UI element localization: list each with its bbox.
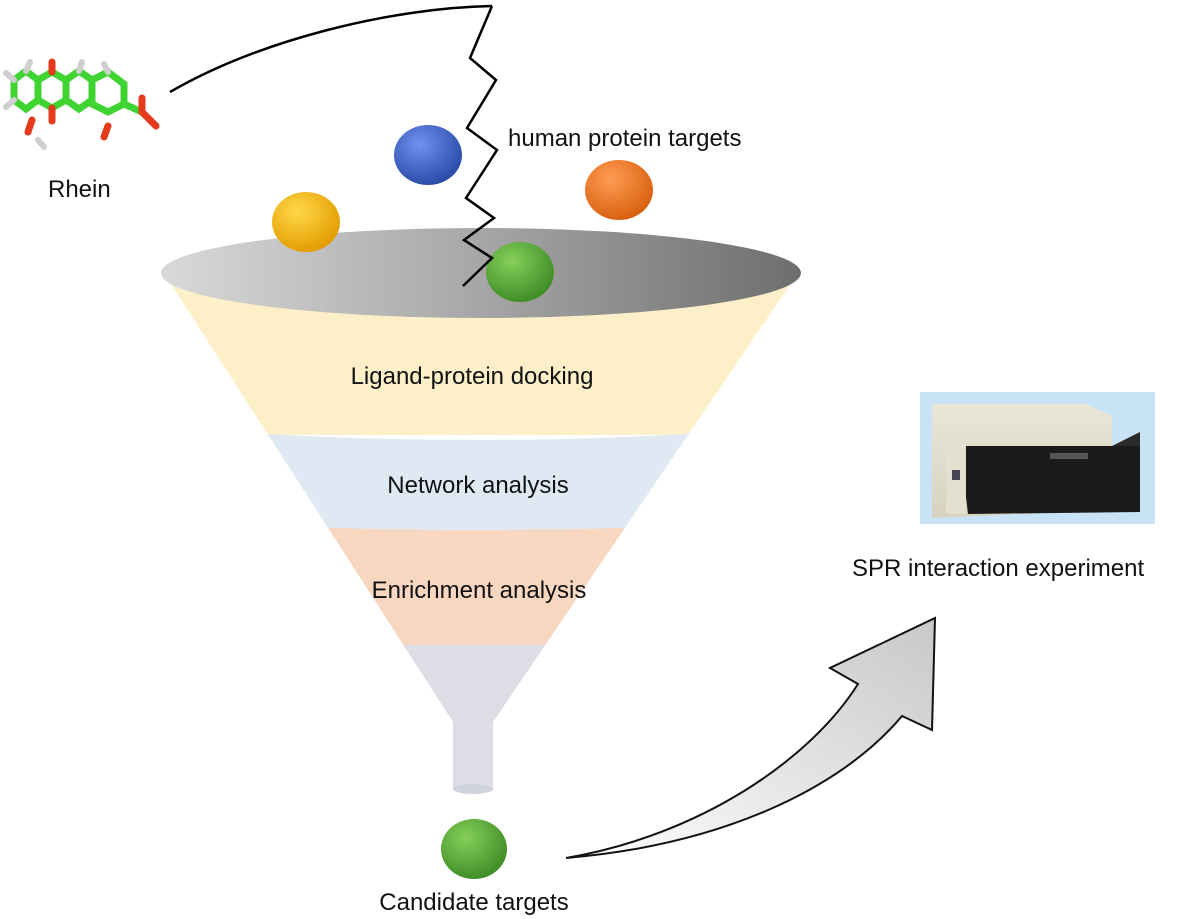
molecule-link-curve xyxy=(169,4,493,94)
target-ball-blue xyxy=(394,125,462,185)
spr-instrument-icon xyxy=(920,392,1155,524)
band-spout-top xyxy=(162,635,800,722)
experiment-label: SPR interaction experiment xyxy=(852,555,1145,582)
target-ball-orange xyxy=(585,160,653,220)
target-ball-yellow xyxy=(272,192,340,252)
funnel-spout-bottom xyxy=(453,784,493,794)
molecule-label: Rhein xyxy=(48,176,111,203)
targets-label: human protein targets xyxy=(508,125,742,152)
experiment-arrow xyxy=(565,616,937,859)
candidates-label: Candidate targets xyxy=(379,889,569,916)
stage-network-label: Network analysis xyxy=(387,472,569,499)
funnel-rim xyxy=(161,228,801,318)
target-ball-green xyxy=(486,242,554,302)
funnel-spout xyxy=(453,718,493,790)
stage-enrichment-label: Enrichment analysis xyxy=(371,577,587,604)
candidate-ball-green xyxy=(441,819,507,879)
stage-docking-label: Ligand-protein docking xyxy=(350,363,594,390)
zigzag-line xyxy=(461,5,499,287)
funnel xyxy=(161,228,801,794)
rhein-molecule-icon xyxy=(3,58,160,150)
